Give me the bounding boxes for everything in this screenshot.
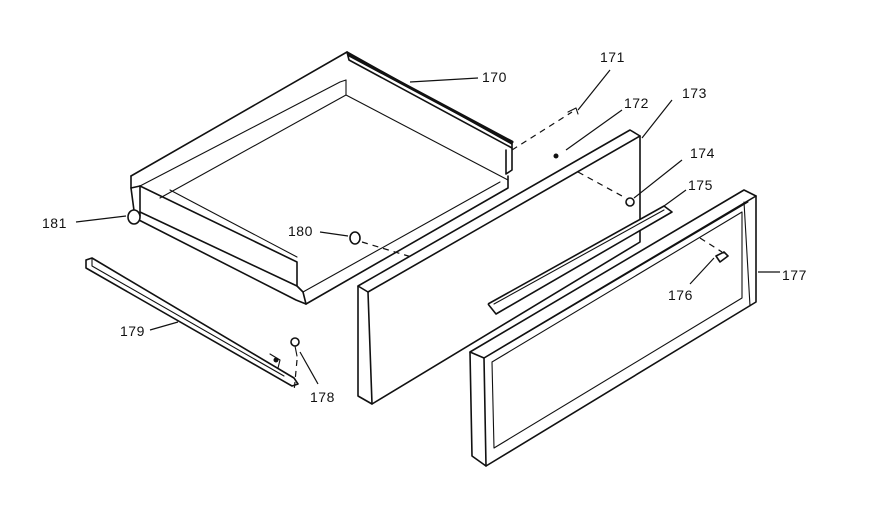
leader-lines bbox=[75, 69, 780, 385]
callout-172: 172 bbox=[624, 95, 649, 111]
screw-178 bbox=[290, 337, 300, 393]
slide-rail-179 bbox=[85, 257, 299, 387]
callout-174: 174 bbox=[690, 145, 715, 161]
screw-176 bbox=[699, 237, 729, 263]
fasteners-171-172-174 bbox=[511, 107, 635, 207]
door-frame-177 bbox=[469, 189, 757, 467]
callout-171: 171 bbox=[600, 49, 625, 65]
drawer-front-panel-173 bbox=[357, 129, 641, 405]
callout-175: 175 bbox=[688, 177, 713, 193]
callout-170: 170 bbox=[482, 69, 507, 85]
callout-179: 179 bbox=[120, 323, 145, 339]
callout-180: 180 bbox=[288, 223, 313, 239]
callout-181: 181 bbox=[42, 215, 67, 231]
trim-strip-175 bbox=[487, 205, 673, 315]
callout-177: 177 bbox=[782, 267, 807, 283]
roller-181 bbox=[127, 209, 141, 225]
callout-176: 176 bbox=[668, 287, 693, 303]
callout-173: 173 bbox=[682, 85, 707, 101]
callout-178: 178 bbox=[310, 389, 335, 405]
drawer-body bbox=[130, 51, 514, 305]
